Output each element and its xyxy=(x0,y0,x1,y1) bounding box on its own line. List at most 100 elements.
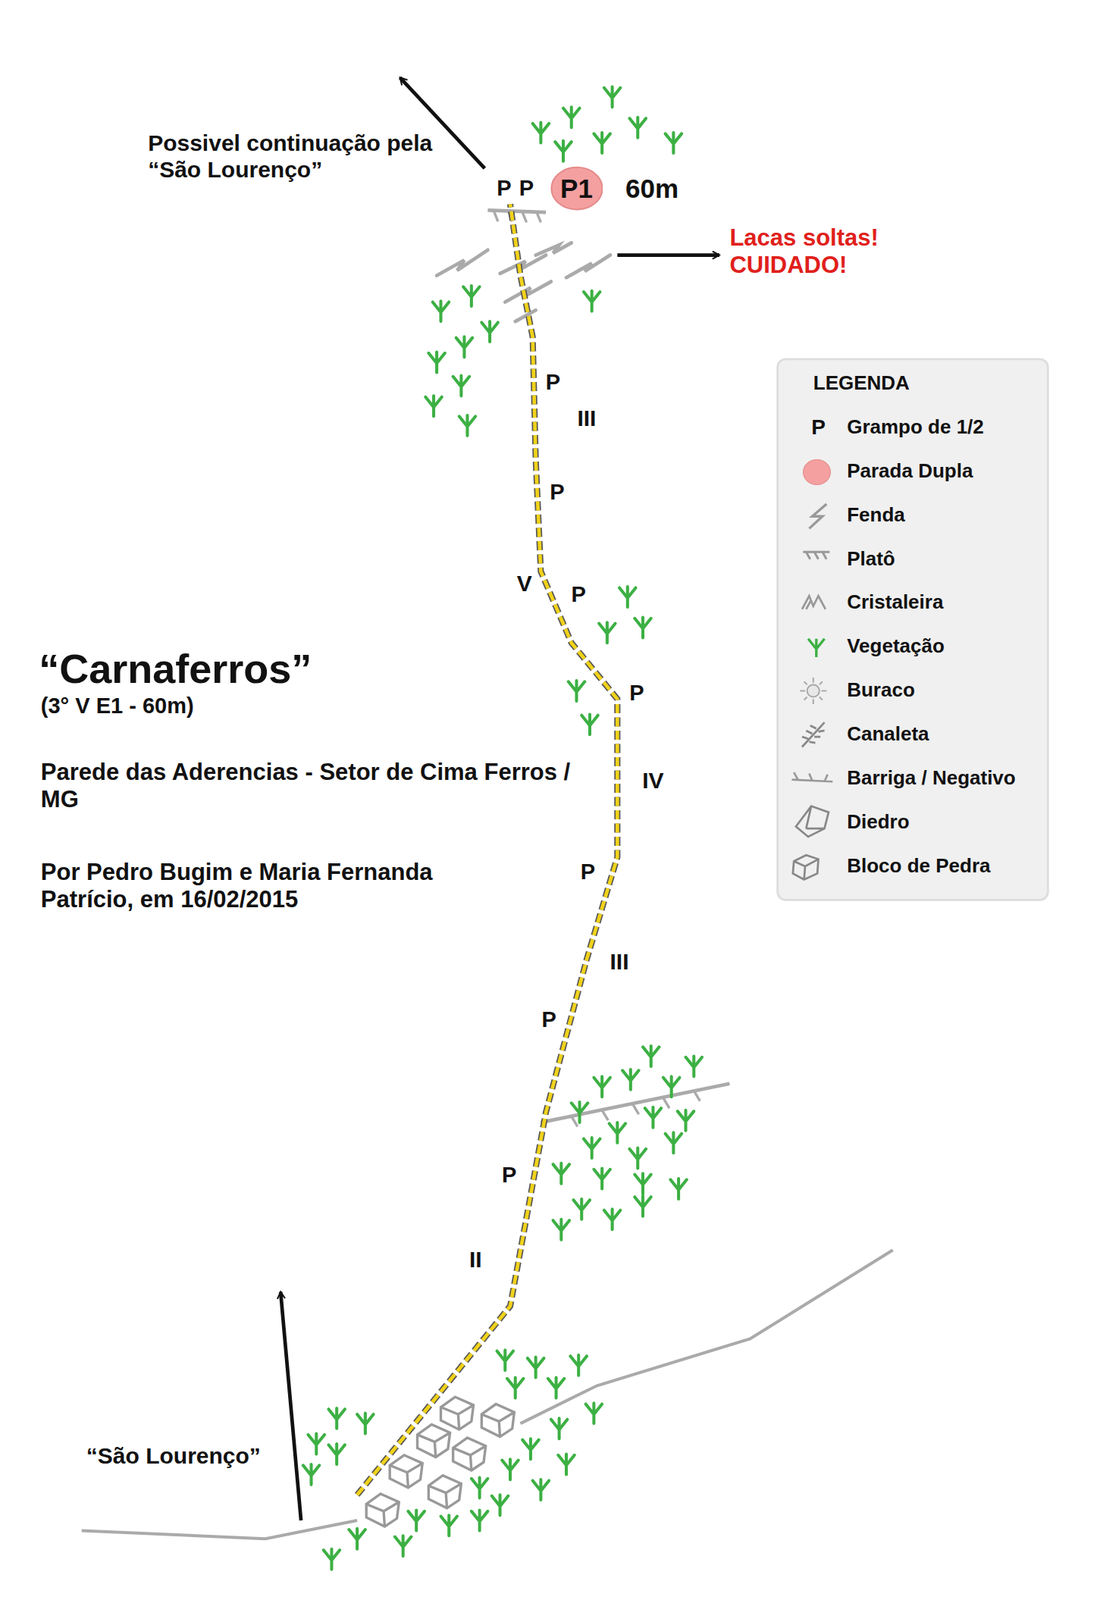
vegetation-icon xyxy=(808,639,825,658)
vegetation-mark xyxy=(634,1196,652,1217)
bolt-label: P xyxy=(549,479,565,505)
vegetation-mark xyxy=(471,1477,489,1499)
crystal-icon xyxy=(802,595,826,610)
vegetation-mark xyxy=(583,1137,601,1159)
vegetation-mark xyxy=(459,415,477,436)
vegetation-mark xyxy=(428,351,446,373)
vegetation-mark xyxy=(634,1173,652,1195)
neighbour-route-arrow xyxy=(280,1291,301,1521)
vegetation-mark xyxy=(609,1122,627,1144)
continuation-note: Possivel continuação pela “São Lourenço” xyxy=(147,130,440,183)
vegetation-mark xyxy=(573,1199,590,1220)
vegetation-mark xyxy=(394,1535,412,1557)
plateau-icon xyxy=(802,551,830,559)
legend-label: Fenda xyxy=(846,504,906,527)
vegetation-mark xyxy=(554,141,572,162)
grade-label: V xyxy=(517,570,533,598)
vegetation-mark xyxy=(629,117,646,138)
bolt-label: P xyxy=(501,1162,517,1188)
route-title: “Carnaferros” xyxy=(38,645,312,693)
stop-label: P1 xyxy=(560,173,593,204)
vegetation-mark xyxy=(307,1434,325,1455)
vegetation-mark xyxy=(642,1046,660,1067)
bolt-label: P xyxy=(496,175,511,201)
vegetation-mark xyxy=(570,1355,587,1376)
boulder-mark xyxy=(417,1424,451,1458)
ground-line xyxy=(81,1520,358,1539)
vegetation-mark xyxy=(622,1069,640,1091)
vegetation-mark xyxy=(357,1413,374,1435)
double-anchor-stop: P1 xyxy=(550,166,604,211)
grade-label: III xyxy=(576,405,596,433)
bolt-label: P xyxy=(571,582,587,608)
vegetation-mark xyxy=(553,1219,571,1241)
vegetation-mark xyxy=(501,1459,519,1480)
vegetation-mark xyxy=(557,1454,575,1475)
legend-label: Vegetação xyxy=(846,635,945,659)
bolt-label: P xyxy=(519,175,534,201)
vegetation-mark xyxy=(507,1378,524,1399)
boulder-mark xyxy=(366,1494,399,1527)
vegetation-mark xyxy=(563,106,580,128)
legend-box xyxy=(777,359,1049,901)
boulder-mark xyxy=(453,1438,486,1471)
vegetation-group xyxy=(303,86,702,1570)
legend-label: Parada Dupla xyxy=(846,460,973,483)
vegetation-mark xyxy=(348,1529,366,1550)
vegetation-mark xyxy=(553,1163,571,1185)
vegetation-mark xyxy=(532,122,550,144)
vegetation-mark xyxy=(670,1178,687,1200)
vegetation-mark xyxy=(593,132,611,154)
legend-label: Canaleta xyxy=(846,723,929,746)
route-grade: (3° V E1 - 60m) xyxy=(40,693,195,719)
vegetation-mark xyxy=(463,285,480,307)
crack-icon xyxy=(808,504,827,529)
vegetation-mark xyxy=(634,617,652,639)
plateau-ticks xyxy=(571,1090,701,1127)
vegetation-mark xyxy=(581,714,599,735)
vegetation-mark xyxy=(407,1510,425,1532)
legend-title: LEGENDA xyxy=(813,372,910,395)
warning-note: Lacas soltas! CUIDADO! xyxy=(729,224,912,279)
legend-swatch xyxy=(802,459,831,486)
grade-label: II xyxy=(469,1247,483,1274)
dihedral-icon xyxy=(796,806,829,837)
grade-label: III xyxy=(610,949,630,976)
hole-icon xyxy=(799,677,827,705)
vegetation-mark xyxy=(593,1168,611,1190)
bolt-label: P xyxy=(545,369,561,395)
vegetation-mark xyxy=(629,1148,646,1169)
vegetation-mark xyxy=(432,300,450,322)
vegetation-mark xyxy=(303,1464,320,1486)
vegetation-mark xyxy=(571,1102,589,1123)
legend-label: Diedro xyxy=(846,811,909,834)
vegetation-mark xyxy=(471,1510,489,1532)
vegetation-mark xyxy=(328,1408,345,1430)
vegetation-mark xyxy=(481,321,499,342)
legend-label: Grampo de 1/2 xyxy=(846,416,985,439)
route-name: “São Lourenço” xyxy=(86,1443,261,1470)
vegetation-mark xyxy=(665,132,683,154)
vegetation-mark xyxy=(456,336,474,358)
boulder-icon xyxy=(792,855,819,880)
vegetation-mark xyxy=(453,375,471,396)
vegetation-mark xyxy=(527,1357,545,1379)
vegetation-mark xyxy=(604,86,621,107)
route-line-outline xyxy=(357,203,618,1495)
ground-line xyxy=(520,1250,893,1424)
channel-icon xyxy=(802,722,825,747)
vegetation-mark xyxy=(497,1350,514,1371)
legend-bolt-symbol: P xyxy=(811,415,826,440)
location-note: Parede das Aderencias - Setor de Cima Fe… xyxy=(40,758,572,813)
vegetation-mark xyxy=(583,291,601,312)
plateau-ticks xyxy=(493,211,541,223)
bolt-label: P xyxy=(580,859,596,885)
legend-label: Barriga / Negativo xyxy=(846,767,1016,790)
legend-label: Buraco xyxy=(846,679,916,702)
